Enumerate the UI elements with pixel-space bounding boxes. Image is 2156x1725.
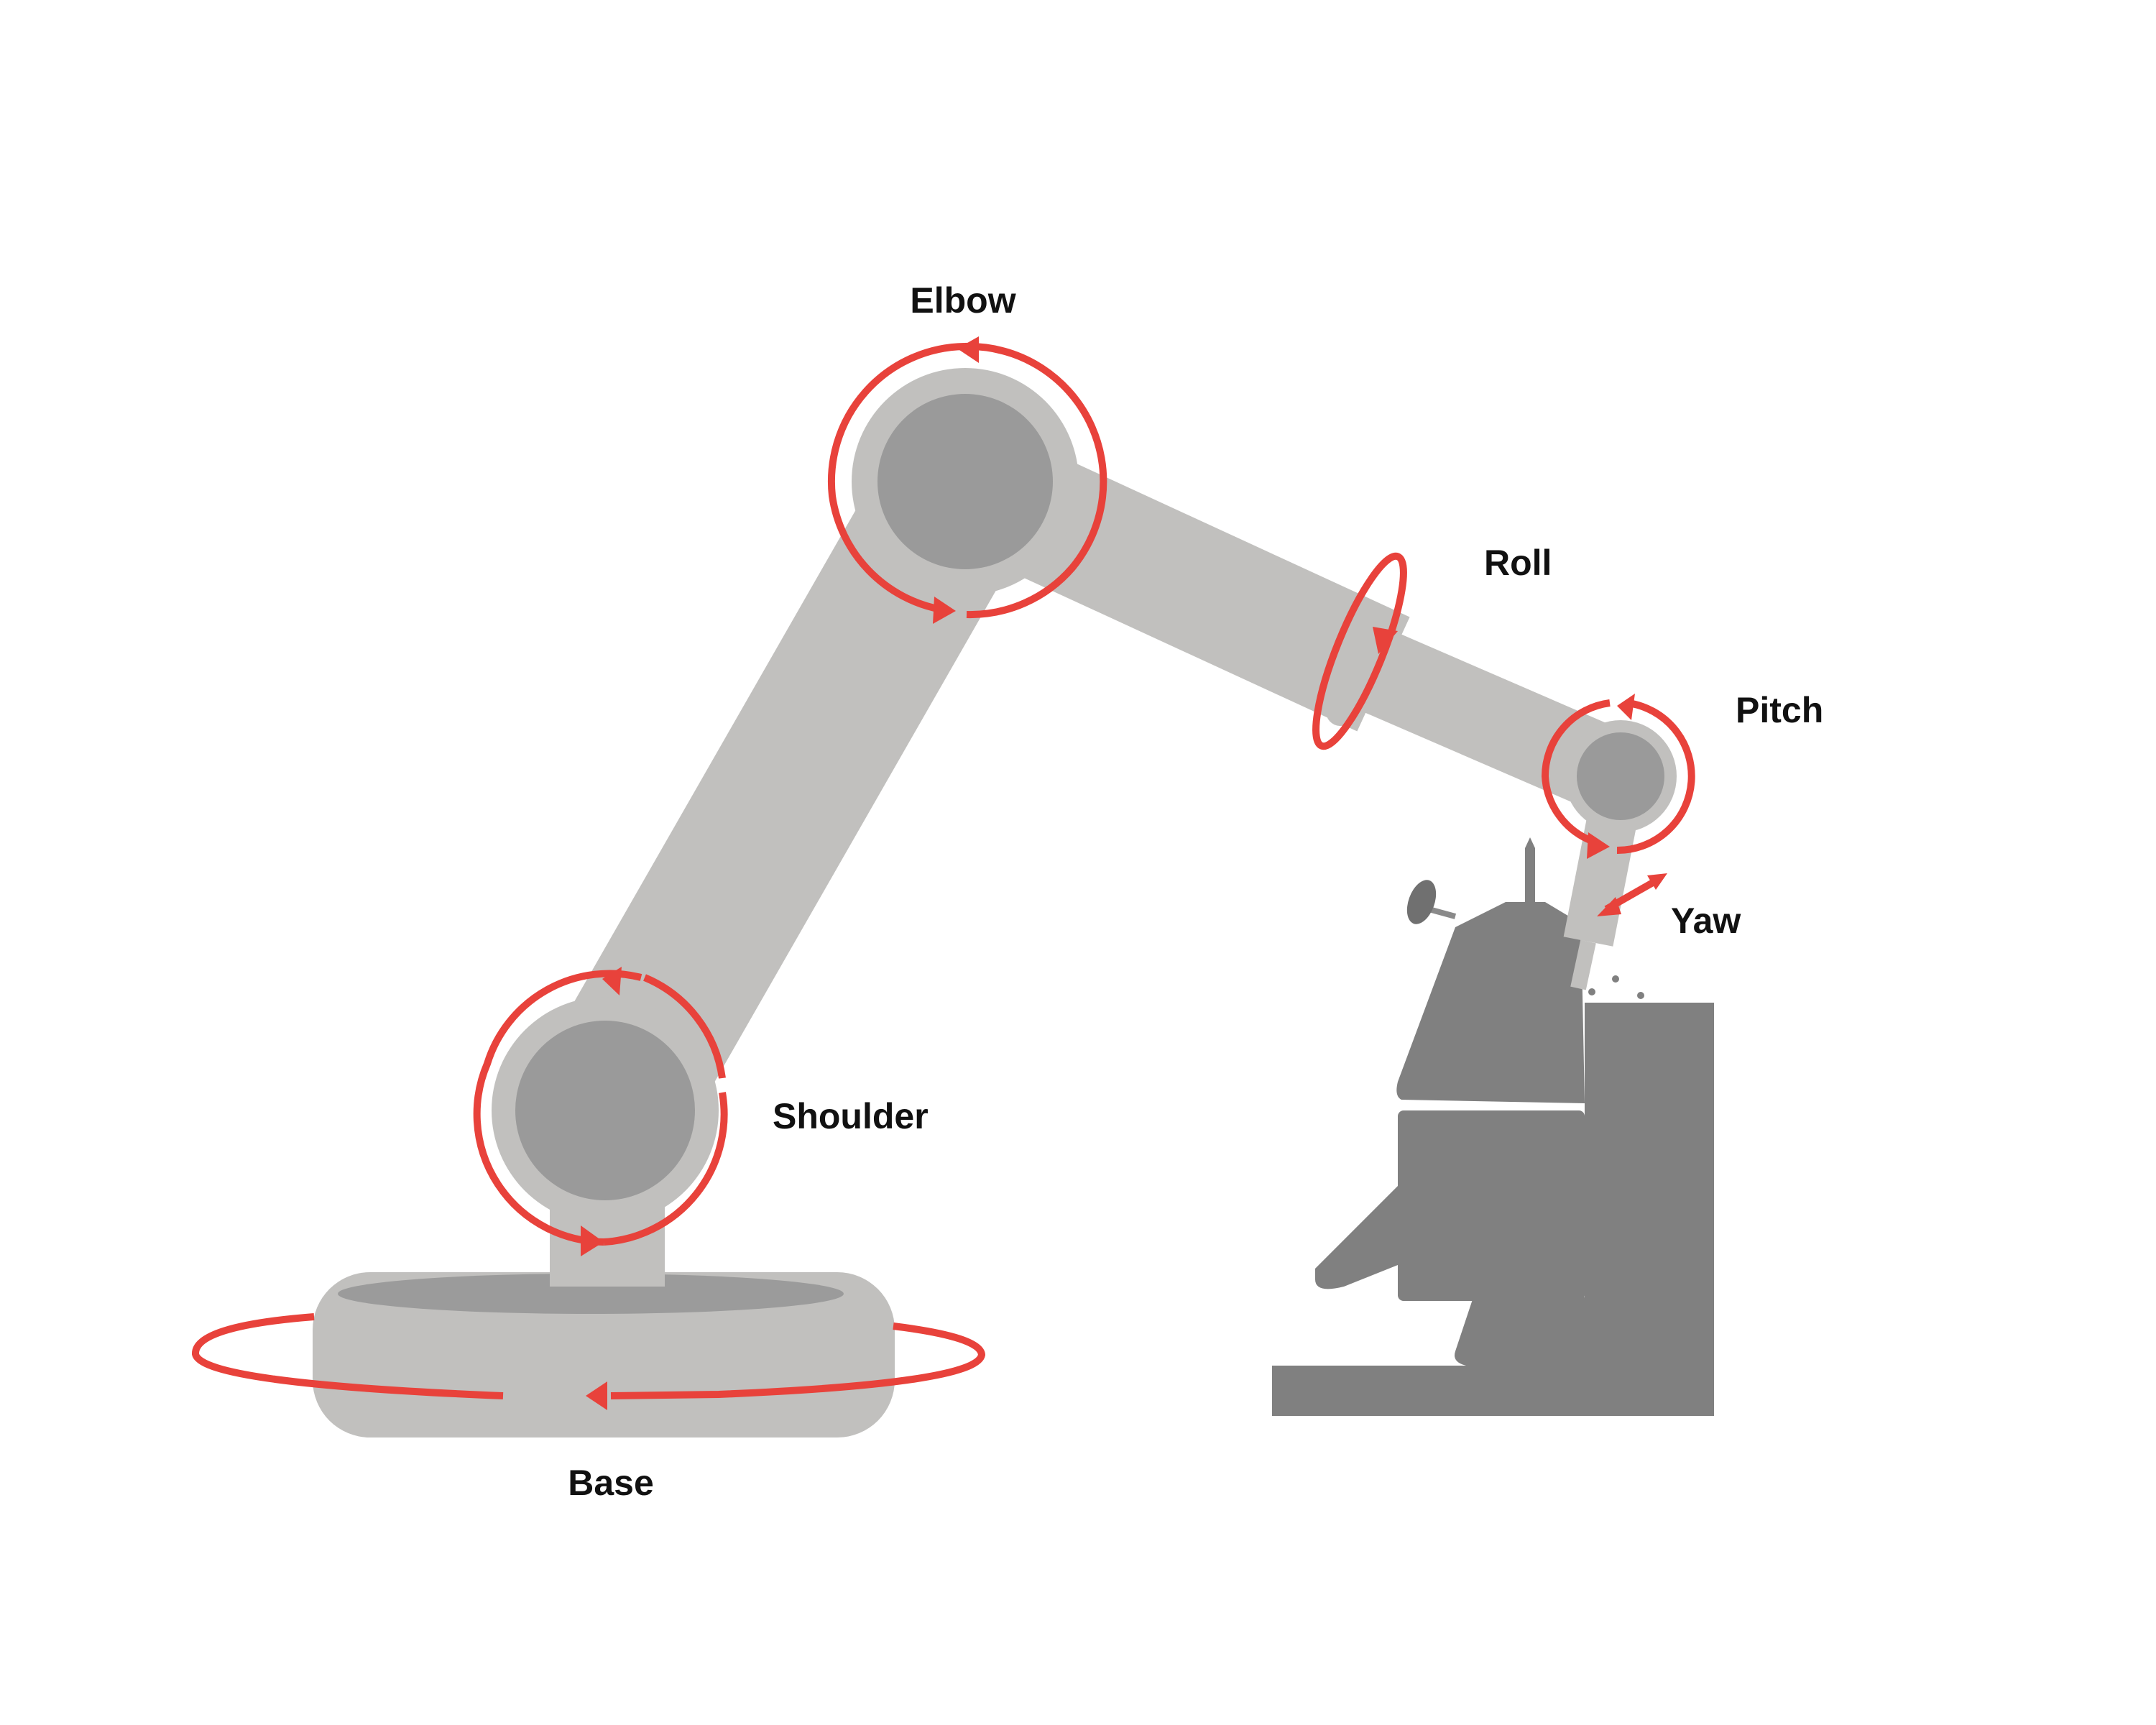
- machine-body: [1398, 1110, 1585, 1301]
- machine-block: [1585, 1003, 1714, 1416]
- workpiece-machine: [1272, 837, 1714, 1416]
- elbow-label: Elbow: [910, 280, 1015, 321]
- pitch-joint: [1565, 720, 1677, 832]
- machining-chips: [1588, 975, 1685, 1114]
- base-top-plate: [338, 1274, 844, 1314]
- base-rotation-arrow: [192, 1313, 986, 1410]
- shoulder-rotation-arrow: [473, 967, 728, 1256]
- pitch-label: Pitch: [1736, 690, 1823, 730]
- shoulder-joint: [492, 997, 719, 1224]
- roll-label: Roll: [1484, 543, 1552, 583]
- machine-cutter: [1406, 880, 1457, 924]
- yaw-label: Yaw: [1671, 901, 1741, 941]
- roll-rotation-arrow: [1312, 552, 1407, 750]
- yaw-double-arrow-icon: [1597, 873, 1667, 916]
- machine-head: [1396, 902, 1585, 1103]
- upper-arm: [535, 441, 1036, 1151]
- rotation-arrows: [192, 336, 1695, 1410]
- roll-collar: [1326, 618, 1391, 726]
- base-label: Base: [568, 1463, 654, 1503]
- machine-spindle: [1525, 848, 1535, 906]
- shoulder-label: Shoulder: [773, 1096, 929, 1136]
- machine-wedge: [1315, 1186, 1398, 1289]
- elbow-rotation-arrow: [827, 336, 1107, 624]
- machine-foot: [1455, 1297, 1585, 1366]
- pitch-rotation-arrow: [1541, 694, 1695, 859]
- elbow-joint: [852, 368, 1079, 595]
